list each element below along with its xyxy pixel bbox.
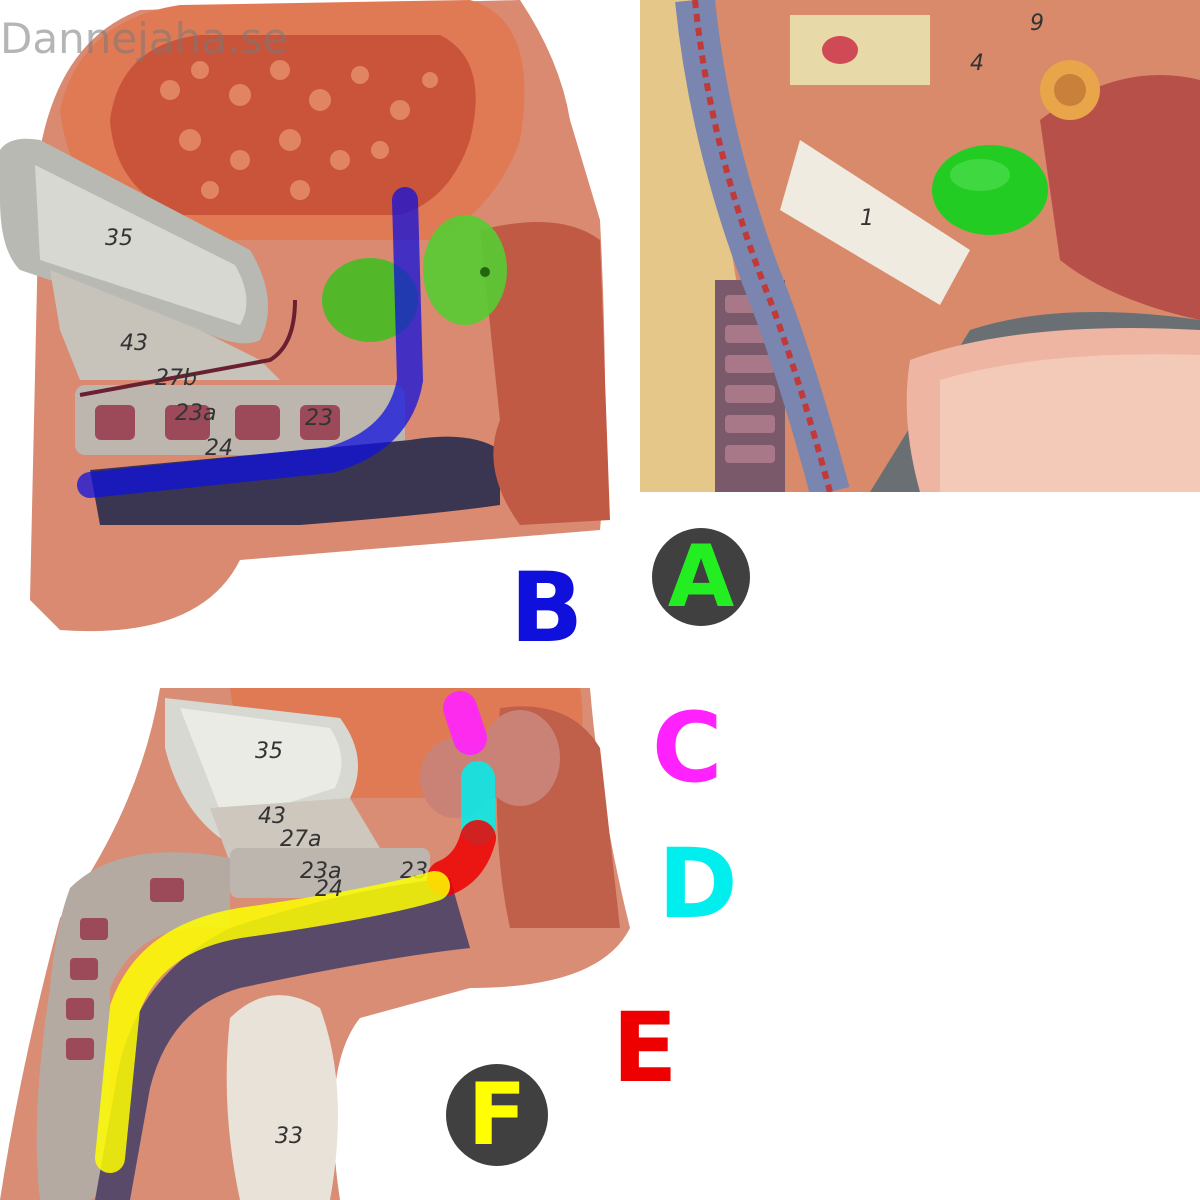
number-43: 43	[258, 804, 286, 829]
photo-bottom-left: 35 43 27a 23a 23 33 24	[0, 688, 640, 1200]
label-a-badge: A	[652, 528, 750, 626]
label-c: C	[652, 692, 723, 804]
number-1: 1	[860, 206, 874, 231]
number-35: 35	[255, 739, 283, 764]
number-27a: 27a	[280, 827, 321, 852]
number-23a: 23a	[300, 859, 341, 884]
label-d: D	[658, 828, 738, 940]
number-23: 23	[305, 406, 333, 431]
watermark-text: Dannejaha.se	[0, 14, 288, 63]
label-f: F	[467, 1065, 527, 1165]
label-b: B	[510, 552, 584, 664]
number-33: 33	[275, 1124, 303, 1149]
label-f-badge: F	[446, 1064, 548, 1166]
number-9: 9	[1030, 11, 1044, 36]
label-e: E	[612, 992, 678, 1104]
label-a: A	[667, 527, 735, 627]
number-24: 24	[205, 436, 233, 461]
number-35: 35	[105, 226, 133, 251]
photo-top-left: 35 43 27b 23a 23 24	[0, 0, 640, 640]
number-4: 4	[970, 51, 984, 76]
number-43: 43	[120, 331, 148, 356]
number-27: 27b	[155, 366, 197, 391]
number-23a: 23a	[175, 401, 216, 426]
number-24: 24	[315, 877, 343, 902]
photo-top-right: 1 4 9	[640, 0, 1200, 492]
